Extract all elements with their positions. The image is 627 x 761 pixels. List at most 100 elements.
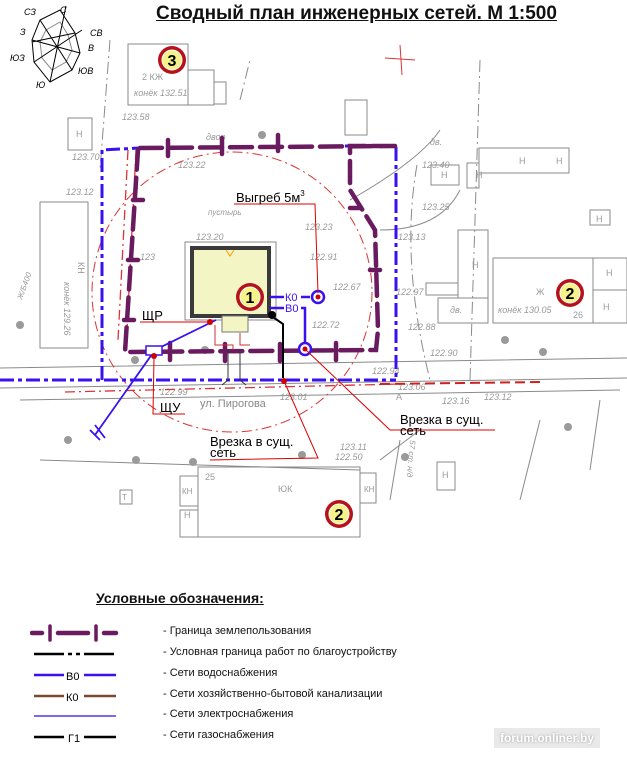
works-boundary-line [0,144,398,382]
shr-label: ЩР [142,308,163,323]
gas-symbol: Г1 [34,733,116,745]
svg-text:122.72: 122.72 [312,320,340,330]
svg-text:дв.: дв. [450,305,462,315]
svg-text:123.40: 123.40 [422,160,450,170]
building-kn-left [39,201,89,349]
svg-text:конёк 130.05: конёк 130.05 [498,305,552,315]
cesspool-label: Выгреб 5м3 [236,189,305,205]
svg-text:123.06: 123.06 [398,382,426,392]
svg-text:С: С [60,5,67,15]
svg-text:дв.: дв. [430,137,442,147]
legend-item-sewer: К0 - Сети хозяйственно-бытовой канализац… [30,687,450,705]
street-label: ул. Пирогова [200,398,267,410]
svg-text:КН: КН [364,485,375,494]
svg-text:123.01: 123.01 [280,392,308,402]
svg-text:25: 25 [205,472,215,482]
svg-text:Н: Н [596,214,603,224]
leader-lines [140,203,495,461]
svg-text:2: 2 [335,507,344,524]
legend-item-land-boundary: - Граница землепользования [29,624,450,642]
svg-text:122.67: 122.67 [333,282,362,292]
svg-text:А: А [396,392,402,402]
svg-text:З: З [20,27,26,37]
svg-text:123: 123 [140,252,155,262]
watermark: forum.onliner.by [494,728,601,748]
svg-text:123.11: 123.11 [340,442,367,452]
works-boundary-symbol [34,652,114,656]
svg-text:Н: Н [476,170,483,180]
legend-item-power: - Сети электроснабжения [30,707,450,725]
svg-text:Н: Н [442,470,449,480]
wind-rose-labels: С СВ В ЮВ Ю ЮЗ З СЗ [10,5,103,90]
legend-item-water: В0 - Сети водоснабжения [30,666,450,684]
building-h-top [478,147,570,174]
svg-text:123.23: 123.23 [305,222,333,232]
svg-text:1: 1 [246,290,255,307]
svg-text:123.22: 123.22 [178,160,206,170]
site-plan-map: 123.58 123.70 123.22 123.12 123.20 123 1… [0,5,627,538]
svg-text:Н: Н [556,156,563,166]
svg-text:123.12: 123.12 [66,187,94,197]
work-zone-circle [91,151,373,433]
svg-text:123.16: 123.16 [442,396,470,406]
land-boundary-line [121,132,398,364]
svg-text:СВ: СВ [90,28,103,38]
svg-text:122.97: 122.97 [396,287,425,297]
svg-text:Н: Н [603,302,610,312]
water-code-label: В0 [285,303,298,315]
sewer-symbol: К0 [34,692,116,704]
legend-item-works-boundary: - Условная граница работ по благоустройс… [30,645,450,663]
marker-2-south: 2 [325,500,353,528]
svg-text:ЮЗ: ЮЗ [10,53,25,63]
svg-text:Г1: Г1 [68,733,80,745]
svg-text:Ж: Ж [536,287,545,297]
building-h-nw [67,117,93,151]
building-1-porch [221,315,249,333]
svg-text:123.58: 123.58 [122,112,150,122]
svg-text:123.25: 123.25 [422,202,451,212]
svg-text:57 ст. н/д: 57 ст. н/д [405,440,417,478]
marker-3: 3 [158,46,186,74]
tie-in-label-2: Врезка в сущ.сеть [400,412,483,438]
svg-text:конёк 132.51: конёк 132.51 [134,88,188,98]
svg-text:122.99: 122.99 [160,387,188,397]
svg-text:Ю: Ю [36,80,45,90]
svg-text:122.50: 122.50 [335,452,363,462]
svg-text:конёк 129.26: конёк 129.26 [62,282,72,336]
svg-text:Т: Т [122,493,127,502]
svg-text:123.20: 123.20 [196,232,224,242]
svg-text:122.91: 122.91 [310,252,338,262]
svg-text:123.70: 123.70 [72,152,100,162]
svg-text:Н: Н [519,156,526,166]
legend-title: Условные обозначения: [96,590,264,606]
shu-label: ЩУ [160,400,181,415]
svg-text:3: 3 [168,53,177,70]
svg-text:122.88: 122.88 [408,322,436,332]
building-labels: 2 КЖ конёк 132.51 Ж конёк 130.05 26 ЮК 2… [15,72,612,520]
building-3-porch [213,81,227,105]
water-symbol: В0 [34,671,116,683]
svg-text:СЗ: СЗ [24,7,36,17]
svg-text:В0: В0 [66,671,79,683]
svg-text:2: 2 [566,286,575,303]
sewer-code-label: К0 [285,292,298,304]
svg-text:двор: двор [206,132,226,142]
wind-rose [31,5,83,83]
svg-text:пустырь: пустырь [208,208,242,217]
tie-in-label-1: Врезка в сущ.сеть [210,434,293,460]
svg-text:122.94: 122.94 [372,366,400,376]
svg-text:КН: КН [76,262,86,274]
svg-text:ЮК: ЮК [278,484,293,494]
svg-text:КН: КН [182,487,193,496]
building-m [344,99,368,136]
building-3-annex [187,69,215,106]
svg-text:Н: Н [441,170,448,180]
water-line [270,306,307,343]
svg-text:123.13: 123.13 [398,232,426,242]
svg-text:Н: Н [472,260,479,270]
svg-text:ЮВ: ЮВ [78,66,93,76]
svg-text:Н: Н [606,268,613,278]
svg-text:В: В [88,43,94,53]
base-map [0,39,627,538]
svg-text:Ж/Б400: Ж/Б400 [15,271,34,302]
